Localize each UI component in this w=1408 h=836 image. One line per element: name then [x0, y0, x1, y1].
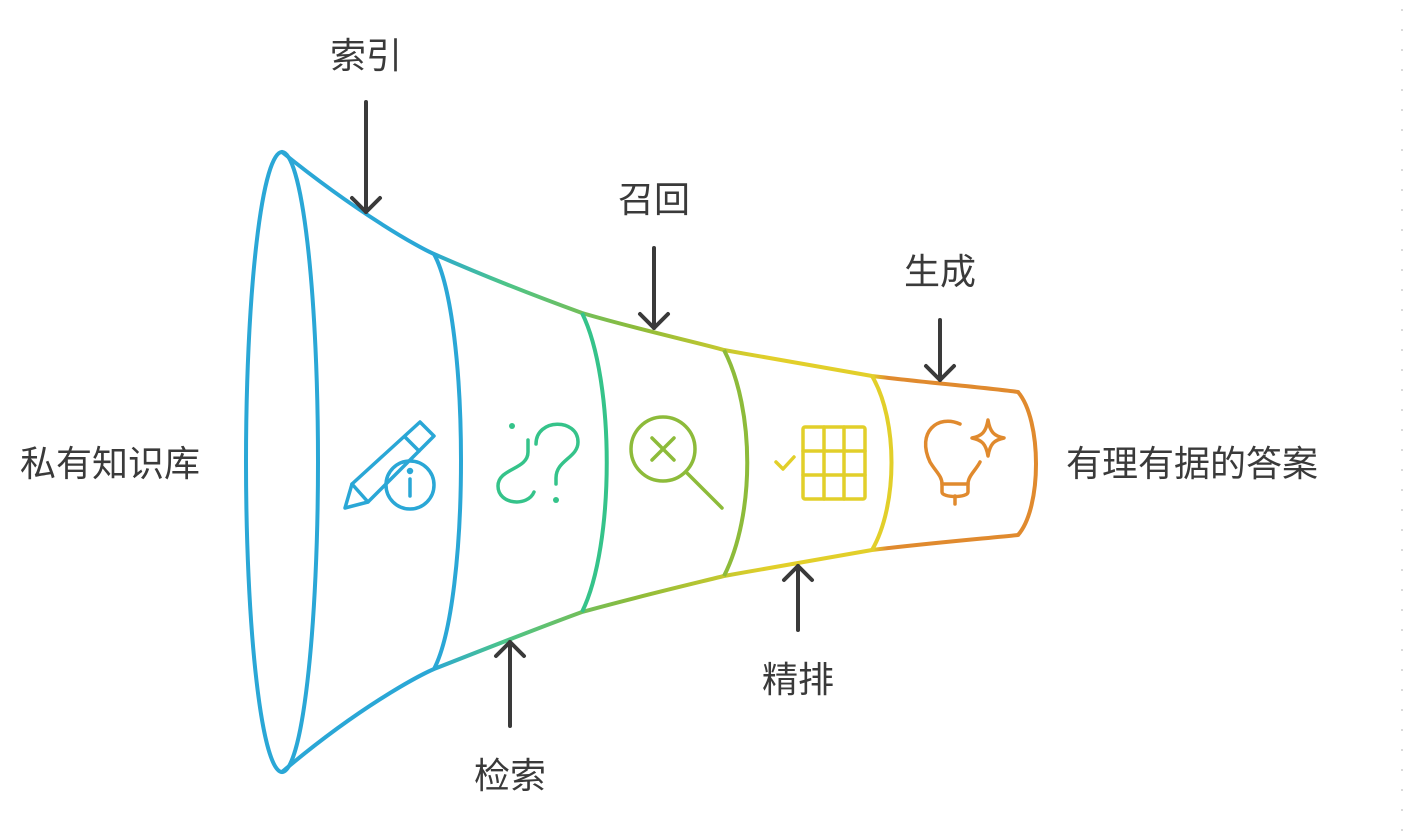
- funnel-bottom-edge: [280, 533, 1020, 774]
- funnel-mouth: [244, 150, 320, 774]
- arrow-generate: [924, 318, 956, 382]
- stage-label-retrieve: 检索: [474, 756, 546, 797]
- output-label: 有理有据的答案: [1066, 444, 1318, 485]
- arrow-rerank: [782, 564, 814, 632]
- stage-label-generate: 生成: [904, 252, 976, 293]
- pencil-info-icon: [343, 420, 436, 511]
- stage-label-index: 索引: [330, 36, 402, 77]
- stage-label-rerank: 精排: [762, 660, 834, 701]
- divider-3: [722, 349, 750, 577]
- edge-dots: [1400, 0, 1404, 836]
- arrow-recall: [638, 246, 670, 330]
- input-label: 私有知识库: [20, 444, 200, 485]
- checklist-grid-icon: [774, 425, 867, 501]
- divider-1: [432, 253, 463, 670]
- arrow-index: [350, 100, 382, 214]
- magnifier-x-icon: [629, 415, 724, 510]
- arrow-retrieve: [494, 640, 526, 728]
- funnel-top-edge: [280, 150, 1020, 394]
- question-marks-icon: [496, 422, 580, 504]
- divider-2: [580, 312, 609, 613]
- divider-4: [870, 374, 894, 551]
- funnel-end: [1016, 390, 1038, 537]
- lightbulb-sparkle-icon: [923, 418, 1006, 506]
- stage-label-recall: 召回: [618, 180, 690, 221]
